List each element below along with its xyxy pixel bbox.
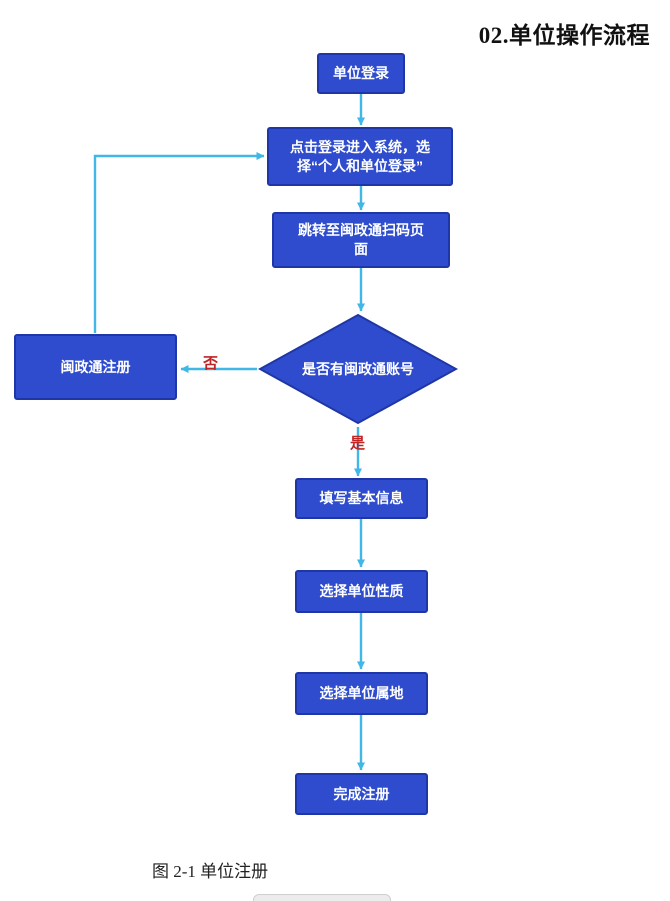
flow-node-mzt-register: 闽政通注册	[14, 334, 177, 400]
flow-node-scan-page: 跳转至闽政通扫码页 面	[272, 212, 450, 268]
partial-bottom-shape	[253, 894, 391, 901]
flow-node-select-location: 选择单位属地	[295, 672, 428, 715]
flow-node-label-line: 跳转至闽政通扫码页	[298, 222, 424, 238]
flow-node-label: 填写基本信息	[319, 490, 404, 506]
branch-label-no: 否	[203, 355, 219, 372]
diamond-polygon	[258, 313, 458, 425]
flow-node-complete: 完成注册	[295, 773, 428, 815]
figure-caption: 图 2-1 单位注册	[152, 862, 269, 881]
flow-node-select-nature: 选择单位性质	[295, 570, 428, 613]
flow-node-label: 选择单位性质	[319, 583, 404, 599]
flow-node-unit-login: 单位登录	[317, 53, 405, 94]
flow-node-label: 闽政通注册	[60, 358, 131, 375]
flow-node-label-line: 面	[354, 241, 368, 257]
page-title: 02.单位操作流程	[478, 23, 650, 48]
flow-node-click-login: 点击登录进入系统，选 择“个人和单位登录”	[267, 127, 453, 186]
flow-node-label: 选择单位属地	[319, 685, 404, 701]
flow-node-fill-info: 填写基本信息	[295, 478, 428, 519]
arrow-register-feedback-to-click	[93, 152, 265, 333]
flow-node-label: 完成注册	[333, 785, 390, 802]
flow-node-label: 单位登录	[333, 65, 389, 81]
flow-node-label-line: 择“个人和单位登录”	[297, 157, 423, 174]
decision-label: 是否有闽政通账号	[302, 361, 414, 377]
diamond-shape	[258, 313, 458, 425]
flow-node-label-line: 点击登录进入系统，选	[290, 138, 430, 155]
branch-label-yes: 是	[350, 435, 366, 452]
decision-has-account: 是否有闽政通账号	[258, 313, 458, 425]
